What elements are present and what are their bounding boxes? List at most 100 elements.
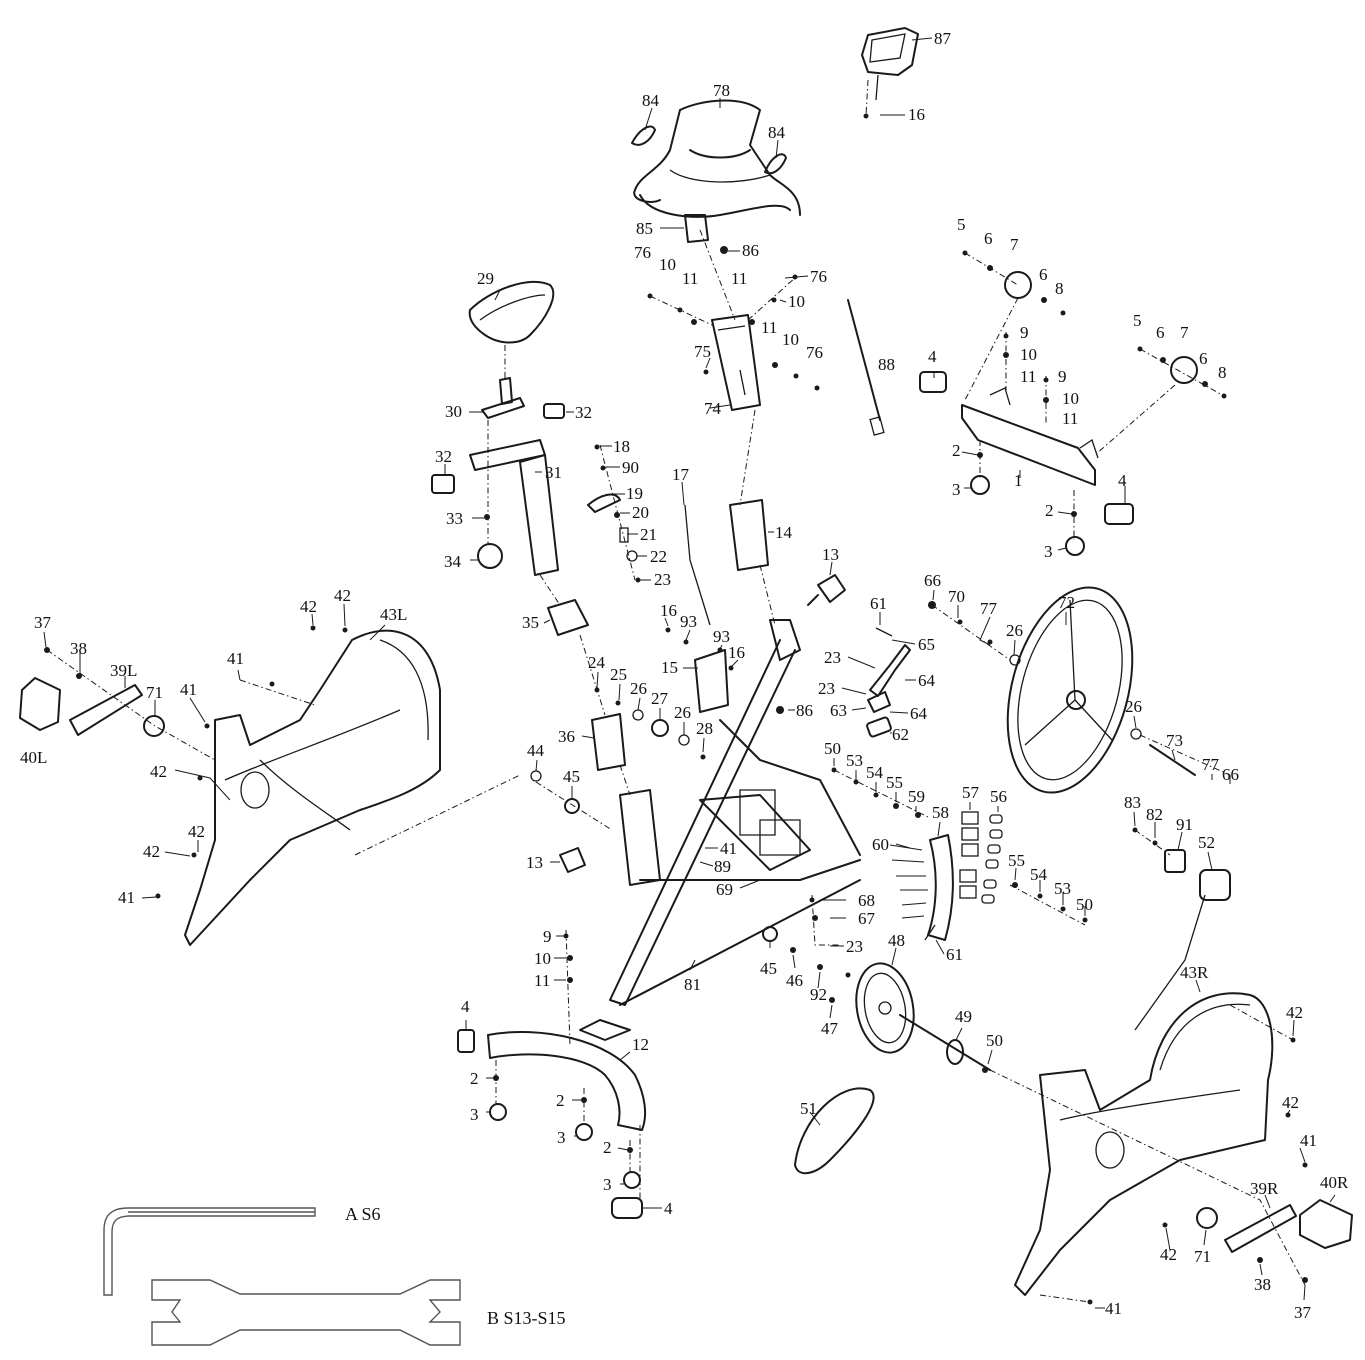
seat-29	[468, 280, 555, 344]
label-8: 8	[1055, 279, 1064, 298]
cap-91	[1164, 849, 1186, 873]
lever-63	[867, 691, 891, 713]
label-48: 48	[888, 931, 905, 950]
label-52: 52	[1198, 833, 1215, 852]
label-23: 23	[818, 679, 835, 698]
label-93: 93	[680, 612, 697, 631]
label-17: 17	[672, 465, 690, 484]
label-64: 64	[918, 671, 936, 690]
label-32: 32	[575, 403, 592, 422]
rear-stabilizer-1	[919, 371, 1134, 556]
bearing-26b	[678, 734, 690, 746]
label-16: 16	[660, 601, 677, 620]
spring-61a	[875, 627, 893, 637]
flywheel-72	[1006, 586, 1196, 794]
console-87	[861, 27, 919, 101]
label-6: 6	[1039, 265, 1048, 284]
label-3: 3	[1044, 542, 1053, 561]
label-39R: 39R	[1250, 1179, 1279, 1198]
label-27: 27	[651, 689, 669, 708]
label-16: 16	[908, 105, 925, 124]
washer-71R	[1196, 1207, 1218, 1229]
assembly-lines	[46, 79, 1306, 1303]
bearing-27	[651, 719, 669, 737]
label-23: 23	[846, 937, 863, 956]
grip-84-left	[631, 125, 656, 146]
label-59: 59	[908, 787, 925, 806]
magnets-60	[889, 844, 928, 919]
label-31: 31	[545, 463, 562, 482]
label-42: 42	[188, 822, 205, 841]
label-26: 26	[630, 679, 647, 698]
wheel-7b	[1170, 356, 1198, 384]
label-45: 45	[760, 959, 777, 978]
label-67: 67	[858, 909, 876, 928]
seat-slider-31	[469, 439, 559, 576]
label-11: 11	[761, 318, 777, 337]
label-72: 72	[1058, 593, 1075, 612]
sleeve-14	[729, 499, 769, 571]
seat-slider-35	[547, 599, 589, 636]
label-77: 77	[980, 599, 998, 618]
label-11: 11	[534, 971, 550, 990]
label-41: 41	[180, 680, 197, 699]
left-cover-43L	[184, 629, 441, 946]
label-66: 66	[924, 571, 941, 590]
leader-lines	[43, 37, 1336, 1309]
label-83: 83	[1124, 793, 1141, 812]
label-11: 11	[1020, 367, 1036, 386]
label-68: 68	[858, 891, 875, 910]
label-42: 42	[334, 586, 351, 605]
label-51: 51	[800, 1099, 817, 1118]
label-75: 75	[694, 342, 711, 361]
label-43L: 43L	[380, 605, 407, 624]
label-38: 38	[70, 639, 87, 658]
label-42: 42	[150, 762, 167, 781]
label-50: 50	[824, 739, 841, 758]
bearing-26a	[632, 709, 644, 721]
label-42: 42	[1282, 1093, 1299, 1112]
label-41: 41	[720, 839, 737, 858]
label-60: 60	[872, 835, 889, 854]
label-11: 11	[1062, 409, 1078, 428]
label-71: 71	[146, 683, 163, 702]
label-87: 87	[934, 29, 952, 48]
label-61: 61	[946, 945, 963, 964]
label-12: 12	[632, 1035, 649, 1054]
label-4: 4	[461, 997, 470, 1016]
pedal-40L	[19, 677, 61, 731]
label-2: 2	[603, 1138, 612, 1157]
label-2: 2	[556, 1091, 565, 1110]
label-21: 21	[640, 525, 657, 544]
crank-39R	[1224, 1204, 1297, 1253]
label-26: 26	[674, 703, 691, 722]
seat-post-36	[591, 713, 626, 771]
label-18: 18	[613, 437, 630, 456]
rod-88	[847, 299, 885, 436]
label-55: 55	[886, 773, 903, 792]
label-84: 84	[642, 91, 660, 110]
wrench-tool-b	[151, 1279, 461, 1346]
label-86: 86	[796, 701, 813, 720]
label-84: 84	[768, 123, 786, 142]
label-39L: 39L	[110, 661, 137, 680]
label-10: 10	[534, 949, 551, 968]
label-66: 66	[1222, 765, 1239, 784]
label-2: 2	[952, 441, 961, 460]
label-1: 1	[1014, 471, 1023, 490]
label-85: 85	[636, 219, 653, 238]
label-19: 19	[626, 484, 643, 503]
label-35: 35	[522, 613, 539, 632]
label-30: 30	[445, 402, 462, 421]
label-6: 6	[1156, 323, 1165, 342]
belt-51	[794, 1087, 875, 1175]
label-4: 4	[1118, 471, 1127, 490]
wheel-7a	[1004, 271, 1032, 299]
label-6: 6	[1199, 349, 1208, 368]
label-11: 11	[682, 269, 698, 288]
tool-a-label: A S6	[345, 1204, 381, 1224]
right-cover-43R	[1014, 992, 1274, 1296]
label-15: 15	[661, 658, 678, 677]
label-20: 20	[632, 503, 649, 522]
label-54: 54	[1030, 865, 1048, 884]
